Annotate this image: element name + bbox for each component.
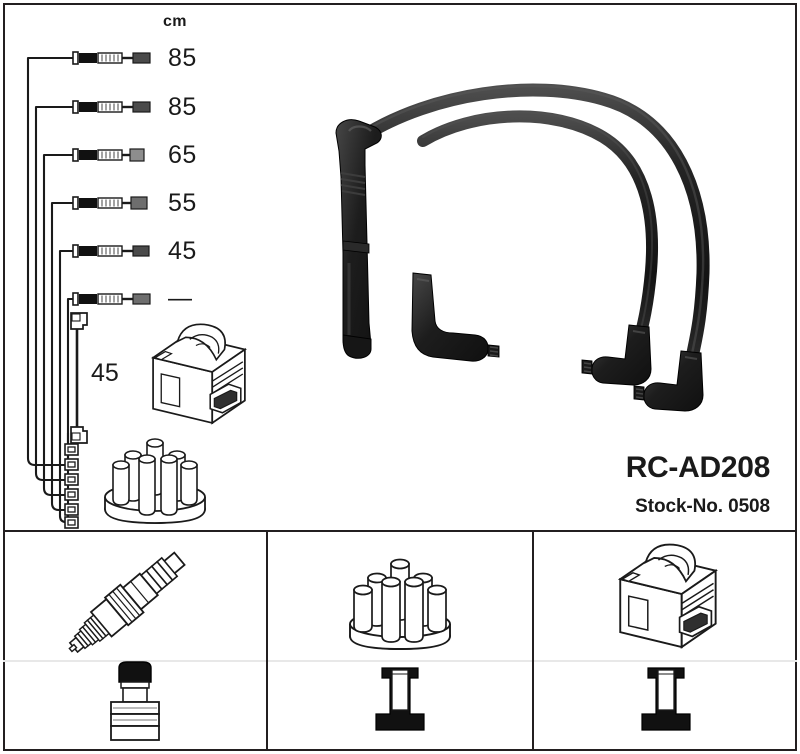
- spark-plug-boot-left: [335, 119, 382, 359]
- cable-length-4: 55: [168, 189, 197, 217]
- cable-length-6: —: [168, 285, 193, 312]
- bottom-panel-row: [3, 530, 797, 751]
- straight-terminal-icon-2: [268, 662, 531, 751]
- cable-length-1: 85: [168, 44, 197, 72]
- cable-length-5: 45: [168, 237, 197, 265]
- bottom-panel-spark-plug: [3, 532, 267, 751]
- unit-label: cm: [163, 13, 187, 30]
- cable-length-2: 85: [168, 93, 197, 121]
- distributor-cap-drawing-main: [104, 438, 206, 524]
- cable-schematic: [3, 3, 303, 530]
- ignition-cable-set-photo: [303, 73, 783, 443]
- cable-connector-group: [72, 51, 151, 306]
- bundle-ends: [26, 433, 79, 529]
- main-panel: cm 85 85 65 55 45 — 45: [3, 3, 797, 530]
- distributor-boot-right-lower: [633, 350, 704, 412]
- spark-plug-boot-terminal-icon: [3, 661, 266, 751]
- outer-frame: [3, 3, 797, 751]
- distributor-boot-right: [581, 324, 652, 386]
- panel-divider-2: [268, 660, 532, 662]
- ignition-coil-drawing-main: [150, 323, 247, 425]
- coil-cable-schematic: [70, 312, 88, 444]
- cable-length-3: 65: [168, 141, 197, 169]
- spark-plug-icon: [3, 532, 266, 660]
- product-name: RC-AD208: [625, 451, 771, 484]
- coil-cable-length-label: 45: [91, 359, 119, 387]
- cable-inner: [417, 110, 659, 347]
- bottom-panel-distributor-cap: [266, 532, 532, 751]
- ignition-coil-icon: [534, 532, 797, 660]
- panel-divider-1: [3, 660, 267, 662]
- bottom-panel-ignition-coil: [531, 532, 797, 751]
- product-stock-number: Stock-No. 0508: [635, 496, 770, 517]
- cable-outer: [358, 83, 710, 370]
- straight-terminal-icon-3: [534, 662, 797, 751]
- panel-divider-3: [533, 660, 797, 662]
- distributor-cap-icon: [268, 532, 531, 660]
- distributor-boot-left: [411, 272, 500, 362]
